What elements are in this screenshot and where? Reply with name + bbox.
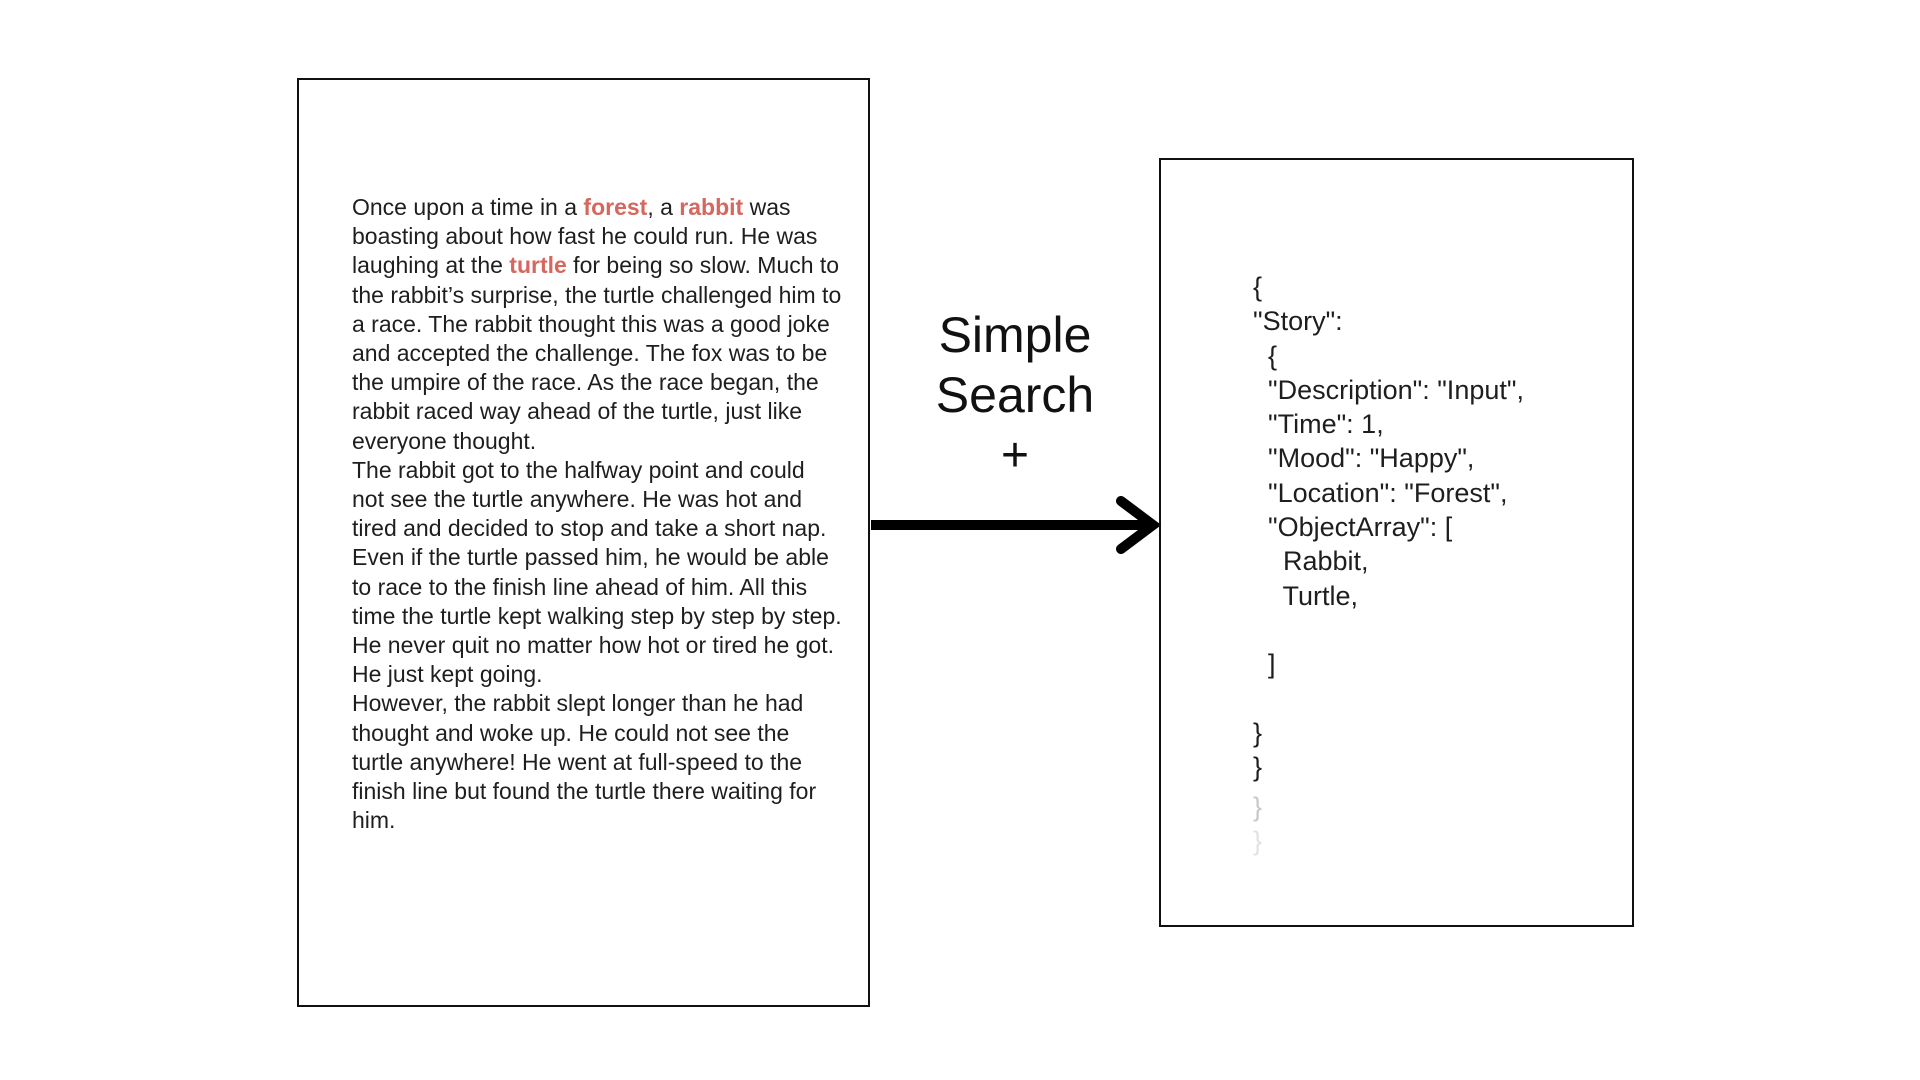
arrow-head (1116, 496, 1162, 554)
json-output-line: } (1253, 752, 1263, 783)
method-label-line-2: Search (935, 367, 1095, 423)
json-output-line: { (1253, 340, 1278, 371)
story-paragraph: Once upon a time in a forest, a rabbit w… (352, 193, 842, 456)
json-output-line: "ObjectArray": [ (1253, 512, 1453, 543)
json-output-line: Rabbit, (1253, 546, 1369, 577)
json-output-line: "Mood": "Happy", (1253, 443, 1475, 474)
json-output-line: Turtle, (1253, 580, 1359, 611)
json-output-line: "Time": 1, (1253, 409, 1384, 440)
method-plus-sign: + (1000, 429, 1030, 482)
json-output-line (1253, 682, 1524, 716)
method-label: Simple Search + (890, 305, 1140, 487)
story-paragraph: However, the rabbit slept longer than he… (352, 689, 842, 835)
story-segment: for being so slow. Much to the rabbit’s … (352, 252, 842, 454)
json-output-line: ] (1253, 649, 1276, 680)
json-output-faded-line: } (1253, 792, 1263, 822)
story-text: Once upon a time in a forest, a rabbit w… (352, 193, 842, 835)
story-segment: However, the rabbit slept longer than he… (352, 690, 817, 834)
json-output-faded-code: }} (1253, 790, 1262, 858)
story-paragraph: The rabbit got to the halfway point and … (352, 456, 842, 690)
right-arrow-icon (871, 496, 1162, 554)
story-segment: , a (647, 194, 680, 220)
json-output-line: { (1253, 272, 1263, 302)
json-output-line (1253, 613, 1524, 647)
story-segment: Once upon a time in a (352, 194, 584, 220)
story-keyword: rabbit (679, 194, 744, 220)
json-output-line: "Description": "Input", (1253, 374, 1524, 405)
json-output-code: {"Story": { "Description": "Input", "Tim… (1253, 270, 1524, 784)
json-output-panel: {"Story": { "Description": "Input", "Tim… (1159, 158, 1634, 927)
method-label-line-1: Simple (938, 307, 1092, 363)
story-keyword: forest (583, 194, 648, 220)
story-segment: The rabbit got to the halfway point and … (352, 456, 842, 688)
json-output-line: "Story": (1253, 306, 1343, 337)
json-output-line: } (1253, 717, 1263, 748)
json-output-line: "Location": "Forest", (1253, 477, 1508, 508)
story-segment: was boasting about how fast he could run… (352, 194, 818, 279)
story-text-panel: Once upon a time in a forest, a rabbit w… (297, 78, 870, 1007)
story-keyword: turtle (509, 252, 567, 279)
json-output-faded-line: } (1253, 826, 1263, 856)
